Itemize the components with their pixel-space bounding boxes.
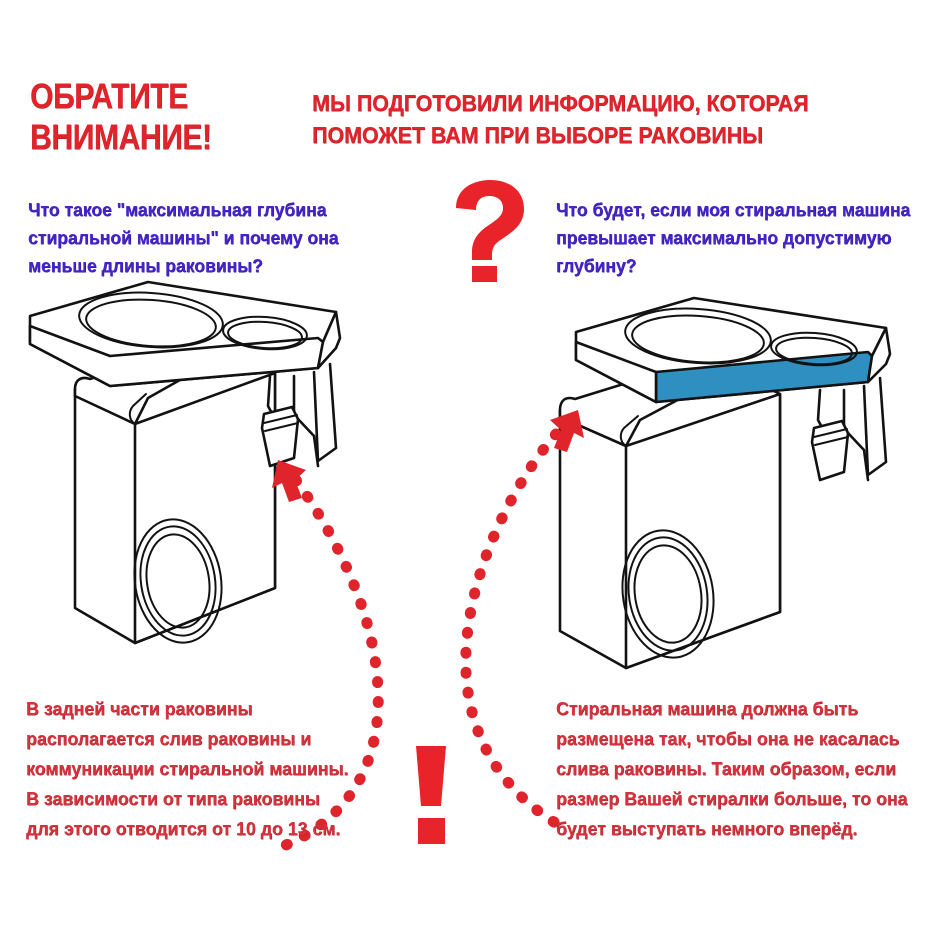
question-right: Что будет, если моя стиральная машина пр…: [556, 199, 911, 277]
dotted-path-right: [460, 428, 570, 834]
sink-drain-siphon-left: [260, 362, 338, 468]
note-right: Стиральная машина должна быть размещена …: [556, 698, 908, 839]
machine-porthole-right: [621, 529, 715, 659]
illustration-right-washing-machine: [558, 296, 892, 670]
sink-bowls-left: [78, 291, 308, 351]
exclamation-mark-icon: [400, 742, 472, 859]
sink-bowls-right: [624, 307, 858, 367]
question-mark-icon: [440, 178, 532, 291]
machine-porthole-left: [133, 518, 223, 644]
sink-countertop-left: [28, 280, 342, 388]
arrowhead-right: [550, 410, 584, 452]
attention-title: ОБРАТИТЕ ВНИМАНИЕ!: [30, 77, 212, 158]
sink-drain-siphon-right: [810, 376, 888, 482]
dotted-path-left: [280, 474, 384, 851]
arrowhead-left: [272, 460, 306, 502]
header-subtitle: МЫ ПОДГОТОВИЛИ ИНФОРМАЦИЮ, КОТОРАЯ ПОМОЖ…: [312, 90, 809, 148]
dotted-arrow-left: [272, 460, 384, 851]
question-left: Что такое "максимальная глубина стиральн…: [28, 199, 339, 277]
dotted-arrow-right: [460, 410, 584, 834]
note-left: В задней части раковины располагается сл…: [26, 698, 349, 839]
illustration-left-washing-machine: [28, 280, 342, 645]
sink-countertop-right: [574, 296, 892, 404]
